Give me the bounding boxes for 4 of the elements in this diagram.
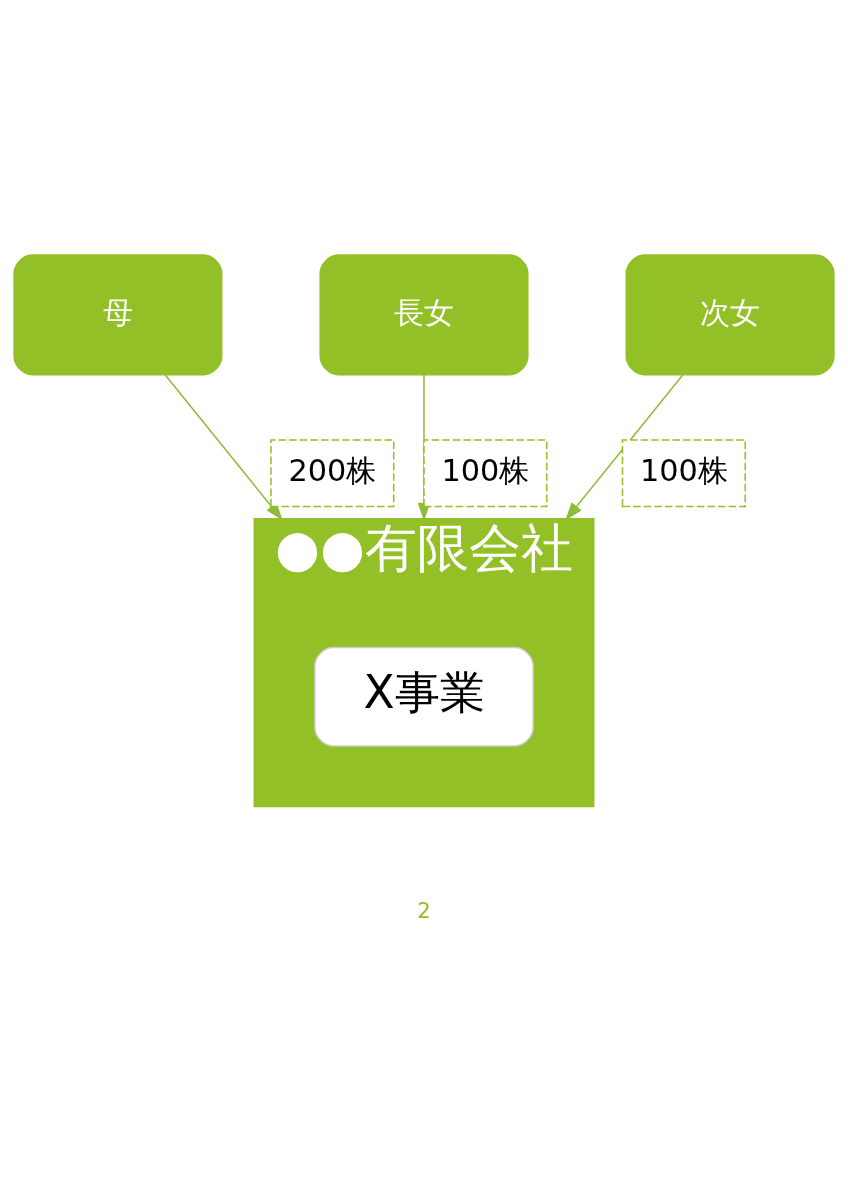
edge-label: 100株 <box>639 452 728 488</box>
label: 2 <box>417 897 431 923</box>
edge-label: 100株 <box>441 452 530 488</box>
edge-label: 200株 <box>288 452 377 488</box>
